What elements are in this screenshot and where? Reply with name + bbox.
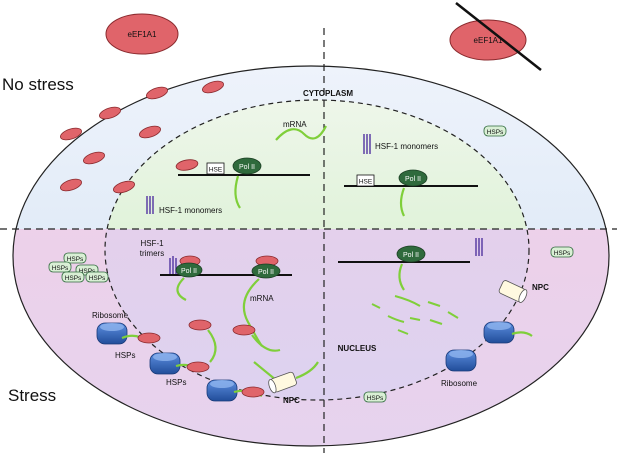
mrna-bottom-label: mRNA xyxy=(250,294,274,303)
svg-text:HSPs: HSPs xyxy=(554,250,571,257)
npc-right: NPC xyxy=(498,280,549,303)
knockdown-strike-line xyxy=(455,2,542,71)
hsps-top-right: HSPs xyxy=(483,125,507,137)
no-stress-label: No stress xyxy=(2,75,74,94)
svg-text:HSPs: HSPs xyxy=(89,275,106,282)
gene-top-left: HSE Pol II xyxy=(178,157,310,209)
pol2-label-right: Pol II xyxy=(405,176,421,183)
svg-text:HSPs: HSPs xyxy=(52,265,69,272)
cell-membrane xyxy=(12,65,610,447)
hsps-cluster-left: HSPs HSPs HSPs HSPs HSPs xyxy=(48,252,109,283)
svg-text:HSPs: HSPs xyxy=(67,256,84,263)
hse-box-right xyxy=(356,174,375,187)
ribosome-3 xyxy=(206,379,265,402)
mrna-fragments xyxy=(371,295,459,335)
hsps-bottom-center: HSPs xyxy=(363,391,387,403)
pol2-enzyme-stress xyxy=(175,262,203,278)
ribosome-label-right: Ribosome xyxy=(441,379,478,388)
eef1a1-normal: eEF1A1 xyxy=(105,13,179,55)
mrna-eef1a1-complexes xyxy=(188,319,281,381)
hse-label-right: HSE xyxy=(359,179,373,186)
hse-label: HSE xyxy=(209,167,223,174)
pol2-label: Pol II xyxy=(239,164,255,171)
hsf1-monomers-right: HSF-1 monomers xyxy=(363,134,438,154)
nucleus-no-stress xyxy=(107,100,527,229)
hsps-label-left-1: HSPs xyxy=(115,351,135,360)
ribosome-5 xyxy=(445,349,477,372)
pol2-enzyme xyxy=(232,157,262,175)
eef1a1-knockdown: eEF1A1 xyxy=(449,2,542,71)
gene-bottom-right: Pol II xyxy=(338,245,470,291)
eef1a1-normal-label: eEF1A1 xyxy=(128,30,157,39)
hsps-label-left-2: HSPs xyxy=(166,378,186,387)
ribosome-4 xyxy=(483,321,533,344)
npc-label-right: NPC xyxy=(532,283,549,292)
hsf1-trimers-label-line1: HSF-1 xyxy=(140,239,164,248)
hse-box xyxy=(206,162,225,175)
svg-text:HSPs: HSPs xyxy=(65,275,82,282)
eef1a1-cytoplasm-group xyxy=(60,80,224,194)
ribosome-2 xyxy=(149,352,210,375)
pol2-enzyme-right xyxy=(398,169,428,187)
hsf1-trimers-label-line2: trimers xyxy=(140,249,164,258)
nucleus xyxy=(104,99,530,401)
pol2-label-stress-right: Pol II xyxy=(403,252,419,259)
hsf1-monomers-right-label: HSF-1 monomers xyxy=(375,142,438,151)
npc-label-bottom: NPC xyxy=(283,396,300,405)
nuclear-envelope xyxy=(104,99,530,401)
hsps-label: HSPs xyxy=(487,129,504,136)
pol2-label-stress-2: Pol II xyxy=(258,269,274,276)
nucleus-label: NUCLEUS xyxy=(338,344,377,353)
pol2-enzyme-stress-right xyxy=(396,245,426,263)
nucleus-stress xyxy=(105,229,529,400)
nascent-mrna xyxy=(234,175,241,209)
ribosome-label-left: Ribosome xyxy=(92,311,129,320)
ribosome-1 xyxy=(96,322,161,345)
nascent-mrna-right xyxy=(399,187,406,217)
cytoplasm-label: CYTOPLASM xyxy=(303,89,353,98)
svg-text:HSPs: HSPs xyxy=(367,395,384,402)
gene-top-right: HSE Pol II xyxy=(344,169,478,217)
svg-text:HSPs: HSPs xyxy=(79,268,96,275)
hsf1-monomers-left-label: HSF-1 monomers xyxy=(159,206,222,215)
eef1a1-knockdown-label: eEF1A1 xyxy=(474,36,503,45)
mrna-top-label: mRNA xyxy=(283,120,307,129)
pol2-label-stress: Pol II xyxy=(181,268,197,275)
stress-label: Stress xyxy=(8,386,56,405)
npc-bottom: NPC xyxy=(268,361,319,405)
hsps-bottom-right: HSPs xyxy=(550,246,574,258)
nascent-mrna-stress xyxy=(176,277,187,301)
pol2-enzyme-stress-2 xyxy=(251,263,281,279)
mrna-top-strand xyxy=(275,125,327,141)
hsf1-trimers-right xyxy=(475,238,483,256)
hsf1-monomers-left: HSF-1 monomers xyxy=(146,196,222,215)
